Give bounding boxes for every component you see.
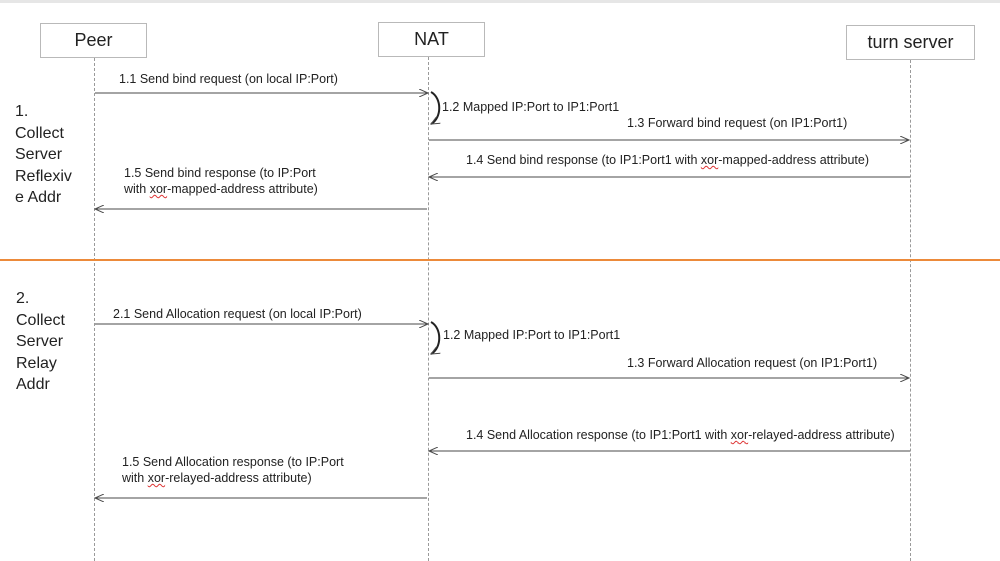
message-2-1: 2.1 Send Allocation request (on local IP… — [113, 307, 362, 321]
message-1-4: 1.4 Send bind response (to IP1:Port1 wit… — [466, 153, 870, 167]
phase-divider — [0, 259, 1000, 261]
message-2-3: 1.3 Forward Allocation request (on IP1:P… — [627, 356, 878, 370]
message-1-3: 1.3 Forward bind request (on IP1:Port1) — [627, 116, 848, 130]
actor-nat: NAT — [378, 22, 485, 57]
message-1-2: 1.2 Mapped IP:Port to IP1:Port1 — [442, 100, 620, 114]
message-2-2: 1.2 Mapped IP:Port to IP1:Port1 — [443, 328, 621, 342]
spellcheck-underline: xor — [147, 471, 166, 485]
message-2-4: 1.4 Send Allocation response (to IP1:Por… — [466, 428, 895, 442]
message-1-5: 1.5 Send bind response (to IP:Port with … — [124, 166, 318, 196]
message-1-1: 1.1 Send bind request (on local IP:Port) — [119, 72, 338, 86]
lifeline-turn-server — [910, 60, 911, 561]
actor-nat-label: NAT — [414, 29, 449, 49]
spellcheck-underline: xor — [700, 153, 719, 167]
phase2-label: 2. Collect Server Relay Addr — [16, 290, 65, 393]
arrow-1-2-self — [431, 91, 439, 125]
spellcheck-underline: xor — [149, 182, 168, 196]
lifeline-peer — [94, 58, 95, 561]
message-2-5: 1.5 Send Allocation response (to IP:Port… — [122, 455, 344, 485]
top-rule — [0, 0, 1000, 3]
lifeline-nat — [428, 57, 429, 561]
spellcheck-underline: xor — [730, 428, 749, 442]
actor-peer: Peer — [40, 23, 147, 58]
actor-turn-server: turn server — [846, 25, 975, 60]
actor-turn-server-label: turn server — [867, 32, 954, 52]
phase1-label: 1. Collect Server Reflexiv e Addr — [15, 103, 72, 206]
actor-peer-label: Peer — [74, 30, 113, 50]
arrow-2-2-self — [431, 321, 439, 355]
